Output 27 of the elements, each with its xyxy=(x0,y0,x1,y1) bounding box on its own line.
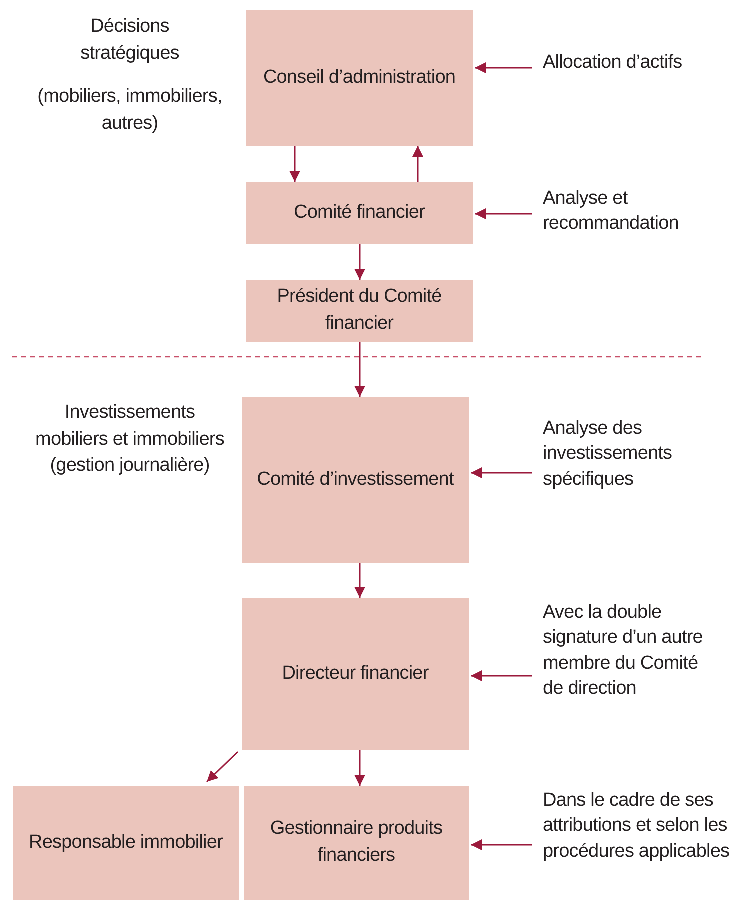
arrow xyxy=(290,146,300,182)
process-box: Conseil d’administration xyxy=(246,10,473,146)
arrow xyxy=(471,840,532,850)
arrow xyxy=(354,244,366,280)
annotation-text: Dans le cadre de ses attributions et selon les procédures applicables xyxy=(532,788,732,898)
arrow xyxy=(475,208,532,220)
arrow xyxy=(471,468,532,478)
annotation-text: Avec la double signature d’un autre membre du Comité de direction xyxy=(532,600,717,750)
side-note: Décisions stratégiques xyxy=(80,15,180,66)
arrow xyxy=(354,563,366,598)
process-box: Directeur financier xyxy=(242,598,469,750)
arrow xyxy=(412,146,424,182)
annotation-text: Analyse et recommandation xyxy=(532,186,722,246)
side-note: (mobiliers, immobiliers, autres) xyxy=(36,85,224,136)
process-box: Gestionnaire produits financiers xyxy=(244,786,469,900)
annotation-text: Allocation d’actifs xyxy=(532,50,722,110)
process-box: Responsable immobilier xyxy=(13,786,239,900)
process-box: Président du Comité financier xyxy=(246,280,473,342)
arrow xyxy=(475,62,532,74)
process-box: Comité d’investissement xyxy=(242,397,469,563)
process-box: Comité financier xyxy=(246,182,473,244)
arrow xyxy=(471,670,532,682)
arrow xyxy=(206,751,239,783)
arrow xyxy=(354,342,366,397)
side-note: Investissements mobiliers et immobiliers (gestion journalière) xyxy=(34,401,226,478)
annotation-text: Analyse des investissements spécifiques xyxy=(532,416,732,506)
arrow xyxy=(354,750,366,786)
